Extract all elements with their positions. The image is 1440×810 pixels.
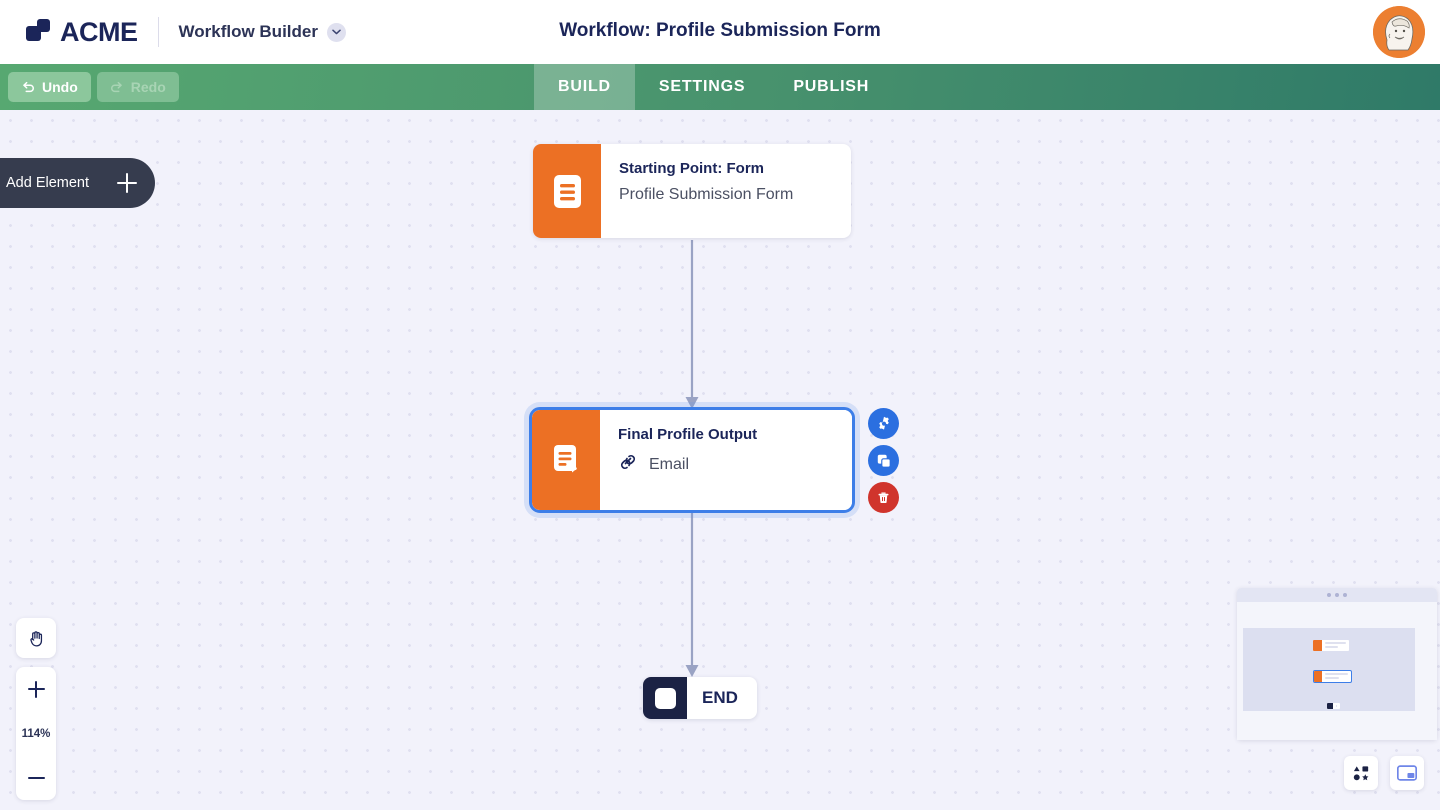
- node-duplicate-button[interactable]: [868, 445, 899, 476]
- tab-settings[interactable]: SETTINGS: [658, 78, 746, 95]
- workflow-node-output-selection[interactable]: Final Profile Output Email: [529, 407, 855, 513]
- workflow-node-start[interactable]: Starting Point: Form Profile Submission …: [533, 144, 851, 238]
- elements-panel-button[interactable]: [1344, 756, 1378, 790]
- undo-label: Undo: [42, 79, 78, 95]
- node-output-subtitle-text: Email: [649, 455, 690, 473]
- minimap-node-end: [1327, 703, 1340, 709]
- action-toolbar: Undo Redo BUILD SETTINGS PUBLISH: [0, 64, 1440, 110]
- connector-output-to-end: [685, 508, 699, 677]
- document-export-icon: [532, 410, 600, 510]
- redo-label: Redo: [130, 79, 166, 95]
- gear-icon: [878, 416, 889, 430]
- plus-icon: [117, 173, 137, 193]
- acme-logo-icon: [26, 19, 54, 45]
- zoom-controls: 114%: [16, 667, 56, 800]
- link-chain-icon: [618, 452, 638, 477]
- minimap-toggle-button[interactable]: [1390, 756, 1424, 790]
- shapes-icon: [1353, 765, 1368, 780]
- canvas-bottom-buttons: [1344, 756, 1424, 790]
- copy-icon: [877, 454, 891, 468]
- end-node-label: END: [702, 688, 738, 707]
- stop-square-icon: [643, 677, 687, 719]
- redo-arrow-icon: [110, 81, 122, 93]
- workflow-node-output[interactable]: Final Profile Output Email: [532, 410, 852, 510]
- minimap-canvas[interactable]: [1237, 602, 1437, 740]
- zoom-level-label: 114%: [21, 727, 51, 740]
- zoom-out-button[interactable]: [21, 763, 51, 793]
- avatar[interactable]: [1373, 6, 1425, 58]
- trash-icon: [878, 492, 889, 503]
- node-delete-button[interactable]: [868, 482, 899, 513]
- tab-build[interactable]: BUILD: [534, 64, 635, 110]
- node-start-body: Starting Point: Form Profile Submission …: [601, 144, 851, 238]
- module-selector[interactable]: Workflow Builder: [179, 22, 346, 42]
- connector-start-to-output: [685, 240, 699, 409]
- brand-name: ACME: [60, 16, 138, 47]
- minimap[interactable]: [1237, 588, 1437, 740]
- undo-button[interactable]: Undo: [8, 72, 91, 102]
- node-output-title: Final Profile Output: [618, 426, 758, 443]
- plus-icon: [27, 680, 45, 698]
- node-output-subtitle: Email: [618, 452, 834, 477]
- node-output-body: Final Profile Output Email: [600, 410, 852, 510]
- header-divider: [157, 17, 159, 47]
- minus-icon: [27, 770, 45, 787]
- node-start-subtitle-text: Profile Submission Form: [619, 186, 794, 203]
- add-element-label: Add Element: [6, 175, 90, 191]
- minimap-icon: [1397, 765, 1417, 781]
- undo-arrow-icon: [23, 81, 34, 93]
- brand[interactable]: ACME: [0, 17, 138, 48]
- redo-button[interactable]: Redo: [96, 72, 179, 102]
- form-document-icon: [533, 144, 601, 238]
- add-element-button[interactable]: Add Element: [0, 158, 155, 208]
- module-name-label: Workflow Builder: [178, 22, 318, 41]
- tab-publish[interactable]: PUBLISH: [793, 78, 870, 95]
- workflow-canvas[interactable]: Add Element Starting Point: [0, 110, 1440, 810]
- main-tabs: BUILD SETTINGS PUBLISH: [534, 64, 893, 110]
- pan-tool-button[interactable]: [16, 618, 56, 658]
- node-start-subtitle: Profile Submission Form: [619, 186, 833, 204]
- zoom-in-button[interactable]: [21, 674, 51, 704]
- workflow-node-end[interactable]: END: [643, 677, 757, 719]
- chevron-down-icon[interactable]: [326, 22, 346, 42]
- hand-pan-icon: [29, 630, 42, 647]
- top-header: ACME Workflow Builder Workflow: Profile …: [0, 0, 1440, 64]
- minimap-node-start: [1313, 640, 1349, 651]
- node-settings-button[interactable]: [868, 408, 899, 439]
- minimap-node-output: [1313, 670, 1352, 683]
- node-start-title: Starting Point: Form: [619, 160, 764, 177]
- history-buttons: Undo Redo: [0, 72, 179, 102]
- drag-dots-icon[interactable]: [1237, 588, 1437, 602]
- node-action-buttons: [868, 408, 899, 513]
